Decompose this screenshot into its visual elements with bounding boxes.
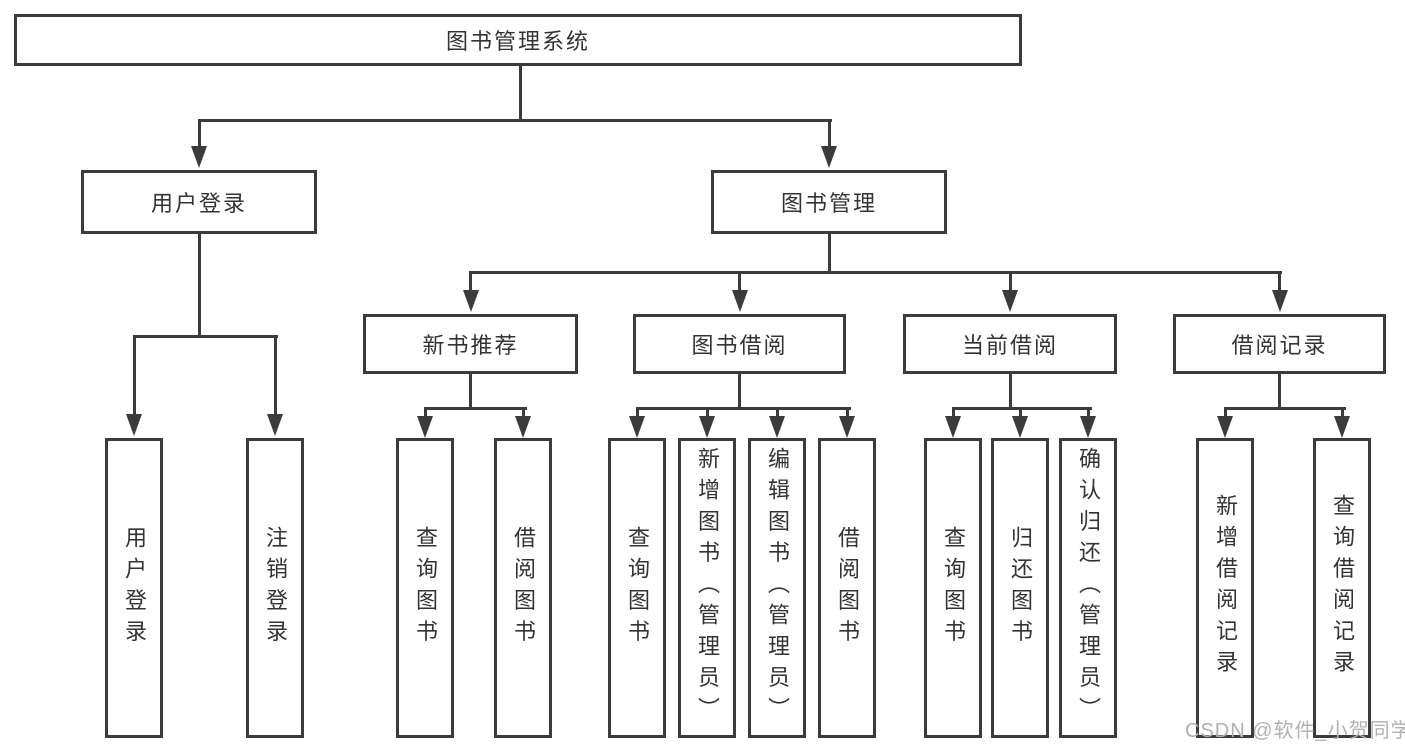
leaf-edit-books-admin: 编辑图书（管理员）: [748, 438, 806, 738]
connector-book-mgmt-stem: [827, 234, 831, 272]
node-root: 图书管理系统: [14, 14, 1022, 66]
leaf-user-login-label: 用户登录: [122, 525, 147, 651]
leaf-confirm-return-admin-label: 确认归还（管理员）: [1076, 447, 1101, 729]
connector-group-stem: [469, 374, 472, 408]
connector-root-rail: [197, 118, 832, 122]
arrow-down-icon: [1080, 416, 1096, 438]
leaf-add-books-admin: 新增图书（管理员）: [678, 438, 736, 738]
connector-leaf-drop: [273, 336, 277, 420]
leaf-add-books-admin-label: 新增图书（管理员）: [695, 447, 720, 729]
node-book-management: 图书管理: [711, 170, 947, 234]
connector-leaf-drop: [1340, 408, 1344, 420]
arrow-down-icon: [1002, 290, 1018, 312]
arrow-down-icon: [126, 414, 142, 436]
arrow-down-icon: [769, 416, 785, 438]
connector-leaf-drop: [951, 408, 955, 420]
leaf-query-books-3: 查询图书: [924, 438, 982, 738]
arrow-down-icon: [515, 416, 531, 438]
leaf-return-books: 归还图书: [991, 438, 1049, 738]
arrow-down-icon: [699, 416, 715, 438]
leaf-user-login: 用户登录: [105, 438, 163, 738]
arrow-down-icon: [1012, 416, 1028, 438]
leaf-query-borrow-record-label: 查询借阅记录: [1330, 494, 1355, 682]
connector-leaf-drop: [132, 336, 136, 420]
leaf-query-books-1: 查询图书: [396, 438, 454, 738]
leaf-add-borrow-record-label: 新增借阅记录: [1213, 494, 1238, 682]
leaf-query-borrow-record: 查询借阅记录: [1313, 438, 1371, 738]
connector-group-drop: [469, 272, 472, 294]
arrow-down-icon: [267, 414, 283, 436]
leaf-edit-books-admin-label: 编辑图书（管理员）: [765, 447, 790, 729]
connector-group-stem: [1008, 374, 1012, 408]
arrow-down-icon: [191, 146, 207, 168]
node-borrow-records-label: 借阅记录: [1231, 333, 1328, 358]
arrow-down-icon: [629, 416, 645, 438]
connector-user-login-drop: [197, 120, 201, 150]
connector-group-stem: [1278, 374, 1281, 408]
node-current-borrow-label: 当前借阅: [961, 333, 1058, 358]
connector-group-drop: [1278, 272, 1281, 294]
node-book-borrow-label: 图书借阅: [691, 333, 788, 358]
arrow-down-icon: [945, 416, 961, 438]
connector-group4-rail: [1223, 406, 1346, 410]
leaf-return-books-label: 归还图书: [1008, 525, 1033, 651]
leaf-add-borrow-record: 新增借阅记录: [1196, 438, 1254, 738]
connector-leaf-drop: [1223, 408, 1227, 420]
connector-leaf-drop: [705, 408, 709, 420]
connector-group2-rail: [635, 406, 851, 410]
node-new-book-recommend-label: 新书推荐: [422, 333, 519, 358]
connector-leaf-drop: [635, 408, 639, 420]
connector-group1-rail: [423, 406, 527, 410]
csdn-watermark: CSDN @软件_小贺同学: [1185, 720, 1405, 742]
node-new-book-recommend: 新书推荐: [363, 314, 578, 374]
arrow-down-icon: [1271, 290, 1288, 312]
arrow-down-icon: [417, 416, 433, 438]
connector-book-mgmt-drop: [827, 120, 831, 150]
connector-book-mgmt-rail: [468, 270, 1282, 274]
leaf-query-books-2: 查询图书: [608, 438, 666, 738]
connector-user-login-stem: [197, 234, 201, 336]
connector-root-stem: [518, 66, 522, 120]
connector-leaf-drop: [521, 408, 525, 420]
leaf-query-books-3-label: 查询图书: [941, 525, 966, 651]
node-user-login-label: 用户登录: [150, 191, 247, 216]
leaf-borrow-books-2: 借阅图书: [818, 438, 876, 738]
connector-user-login-rail: [132, 334, 278, 338]
leaf-borrow-books-1-label: 借阅图书: [511, 525, 536, 651]
node-root-label: 图书管理系统: [445, 29, 590, 54]
leaf-confirm-return-admin: 确认归还（管理员）: [1059, 438, 1117, 738]
connector-leaf-drop: [423, 408, 427, 420]
connector-group-drop: [1008, 272, 1012, 294]
arrow-down-icon: [731, 290, 748, 312]
connector-leaf-drop: [1086, 408, 1090, 420]
leaf-borrow-books-1: 借阅图书: [494, 438, 552, 738]
arrow-down-icon: [1217, 416, 1233, 438]
leaf-logout-label: 注销登录: [263, 525, 288, 651]
connector-group-stem: [738, 374, 741, 408]
arrow-down-icon: [839, 416, 855, 438]
connector-leaf-drop: [1018, 408, 1022, 420]
leaf-query-books-1-label: 查询图书: [413, 525, 438, 651]
connector-group3-rail: [951, 406, 1092, 410]
arrow-down-icon: [821, 146, 837, 168]
node-user-login: 用户登录: [81, 170, 317, 234]
arrow-down-icon: [462, 290, 479, 312]
node-book-borrow: 图书借阅: [633, 314, 846, 374]
connector-leaf-drop: [845, 408, 849, 420]
node-current-borrow: 当前借阅: [903, 314, 1117, 374]
node-book-management-label: 图书管理: [780, 191, 877, 216]
connector-leaf-drop: [775, 408, 779, 420]
leaf-borrow-books-2-label: 借阅图书: [835, 525, 860, 651]
arrow-down-icon: [1334, 416, 1350, 438]
leaf-logout: 注销登录: [246, 438, 304, 738]
connector-group-drop: [738, 272, 741, 294]
node-borrow-records: 借阅记录: [1173, 314, 1386, 374]
leaf-query-books-2-label: 查询图书: [625, 525, 650, 651]
